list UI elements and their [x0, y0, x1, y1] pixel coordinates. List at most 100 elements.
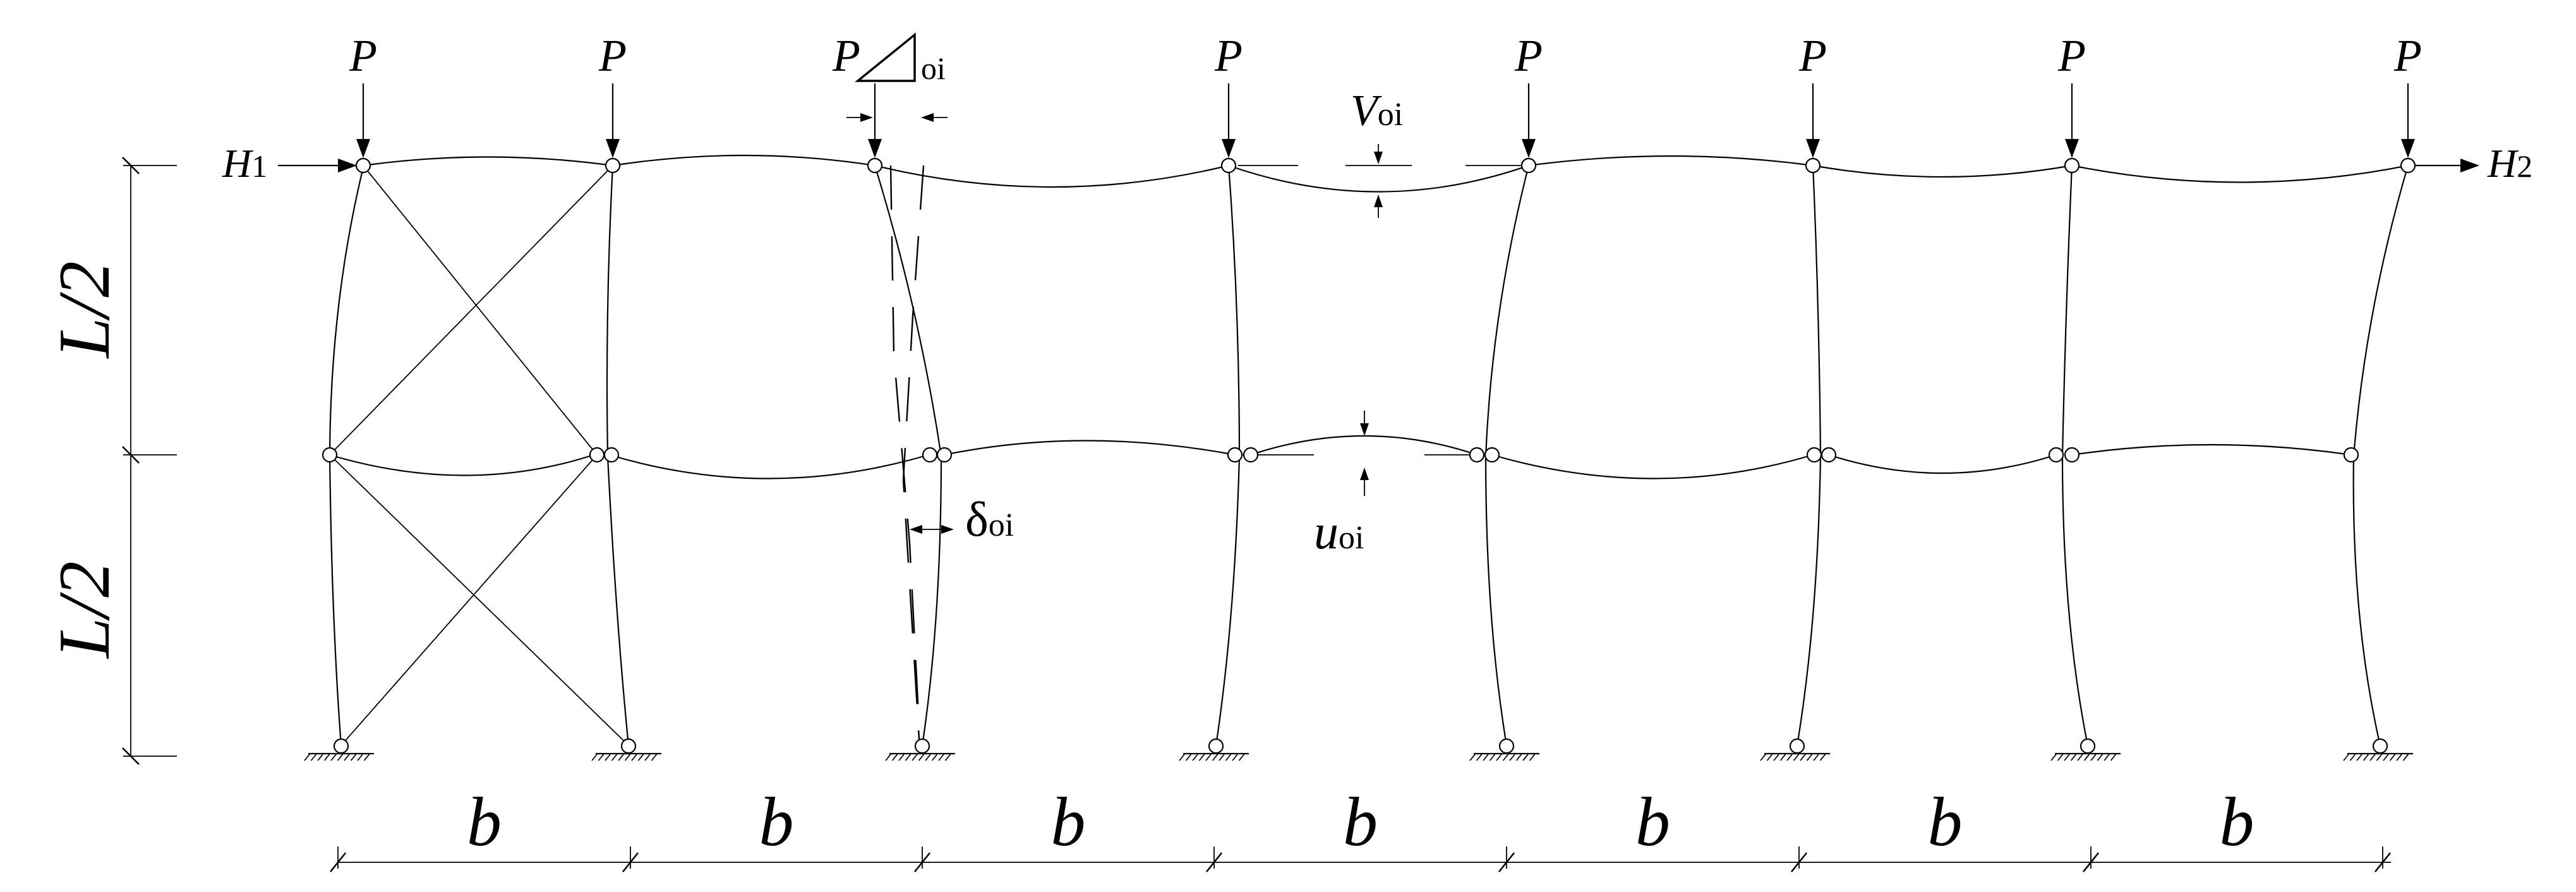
hinge-15: [1243, 447, 1259, 463]
u-oi-label: uoi: [1314, 504, 1364, 559]
p-delta-load-label: P: [832, 30, 860, 81]
top-beam-7: [2071, 164, 2409, 183]
hinge-22: [2343, 447, 2359, 463]
hinge-19: [1821, 447, 1837, 463]
v-oi-label: Voi: [1351, 87, 1403, 135]
bay-label-1: b: [467, 783, 502, 860]
hinge-16: [1469, 447, 1485, 463]
p-delta-annotation: P oi: [832, 30, 948, 122]
mid-beam-2: [609, 454, 929, 479]
load-label-7: P: [2393, 30, 2422, 81]
load-arrow-pdelta: [868, 83, 882, 158]
delta-marker-left-arrow: [860, 113, 873, 122]
vertical-dimension: [122, 157, 177, 765]
hinge-10: [589, 447, 605, 463]
u-oi-arrow-top: [1360, 423, 1369, 436]
delta-oi-label: δoi: [965, 491, 1014, 546]
hinge-2: [605, 157, 621, 174]
hinge-6: [1805, 157, 1821, 174]
h2-arrow-head: [2460, 159, 2479, 172]
hinge-8: [2400, 157, 2416, 174]
arrow-down-icon: [1222, 139, 1236, 158]
top-beam-1: [363, 156, 613, 167]
bay-label-7: b: [2220, 783, 2254, 860]
hinge-12: [922, 447, 938, 463]
arrow-down-icon: [1806, 139, 1820, 158]
load-label-1: P: [349, 30, 377, 81]
v-oi-annotation: Voi: [1351, 87, 1403, 218]
arrow-down-icon: [868, 139, 882, 158]
support-6: [1760, 738, 1830, 761]
h1-arrow-head: [338, 159, 357, 172]
u-oi-annotation: uoi: [1314, 411, 1369, 559]
mid-beam-1: [329, 454, 594, 476]
mid-beam-5: [1491, 454, 1814, 479]
column-8: [2352, 165, 2409, 746]
arrow-down-icon: [2401, 139, 2415, 158]
half-span-label-bottom: L/2: [44, 561, 124, 659]
load-arrow-1: P: [349, 30, 377, 158]
v-oi-arrow-bottom: [1374, 195, 1383, 207]
arrow-down-icon: [356, 139, 370, 158]
load-arrow-5: P: [1798, 30, 1827, 158]
hinge-17: [1484, 447, 1500, 463]
vertical-dim-tick-bottom: [122, 747, 140, 765]
support-4: [1179, 738, 1249, 761]
load-arrow-2: P: [598, 30, 627, 158]
mid-beam-6: [1828, 454, 2057, 474]
arrow-down-icon: [1522, 139, 1536, 158]
horizontal-force-left: H1: [222, 141, 357, 186]
mid-beam-7: [2071, 443, 2352, 456]
support-5: [1469, 738, 1539, 761]
support-7: [2050, 738, 2121, 761]
hinge-4: [1220, 157, 1237, 174]
load-arrow-6: P: [2057, 30, 2086, 158]
top-beam-5: [1528, 155, 1814, 167]
brace-lower-b: [340, 454, 598, 746]
top-beam-6: [1812, 164, 2073, 178]
load-arrow-4: P: [1514, 30, 1543, 158]
arrow-down-icon: [606, 139, 620, 158]
u-oi-arrow-bottom: [1360, 467, 1369, 480]
bay-label-5: b: [1635, 783, 1670, 860]
hinge-11: [603, 447, 620, 463]
delta-oi-arrow-left: [910, 525, 922, 534]
hinge-20: [2048, 447, 2064, 463]
vertical-dim-tick-top: [122, 157, 140, 174]
hinge-13: [936, 447, 953, 463]
bay-label-4: b: [1343, 783, 1378, 860]
delta-triangle-icon: [855, 32, 916, 82]
supports: [304, 738, 2413, 761]
hinge-18: [1806, 447, 1822, 463]
top-beam-2: [612, 154, 876, 167]
bay-label-2: b: [759, 783, 794, 860]
mid-beam-4: [1250, 435, 1478, 456]
hinge-14: [1227, 447, 1243, 463]
delta-marker-right-arrow: [921, 113, 934, 122]
load-label-3: P: [1214, 30, 1243, 81]
imperfection-dashed-line-2: [889, 165, 920, 727]
load-arrow-7: P: [2393, 30, 2422, 158]
brace-upper-b: [329, 165, 613, 455]
load-label-6: P: [2057, 30, 2086, 81]
bay-label-6: b: [1928, 783, 1963, 860]
mid-beam-3: [944, 440, 1236, 456]
load-label-5: P: [1798, 30, 1827, 81]
support-1: [304, 738, 374, 761]
p-delta-sub-label: oi: [921, 51, 946, 86]
horizontal-force-right: H2: [2414, 141, 2532, 186]
delta-oi-annotation: δoi: [910, 491, 1014, 546]
vertical-dim-tick-mid: [122, 446, 140, 464]
bay-label-3: b: [1051, 783, 1086, 860]
hinge-7: [2064, 157, 2080, 174]
half-span-label-top: L/2: [44, 261, 124, 359]
hinge-21: [2064, 447, 2080, 463]
support-8: [2343, 738, 2413, 761]
arrow-down-icon: [2065, 139, 2079, 158]
h2-label: H2: [2487, 141, 2532, 186]
load-label-4: P: [1514, 30, 1543, 81]
delta-oi-arrow-right: [941, 525, 954, 534]
